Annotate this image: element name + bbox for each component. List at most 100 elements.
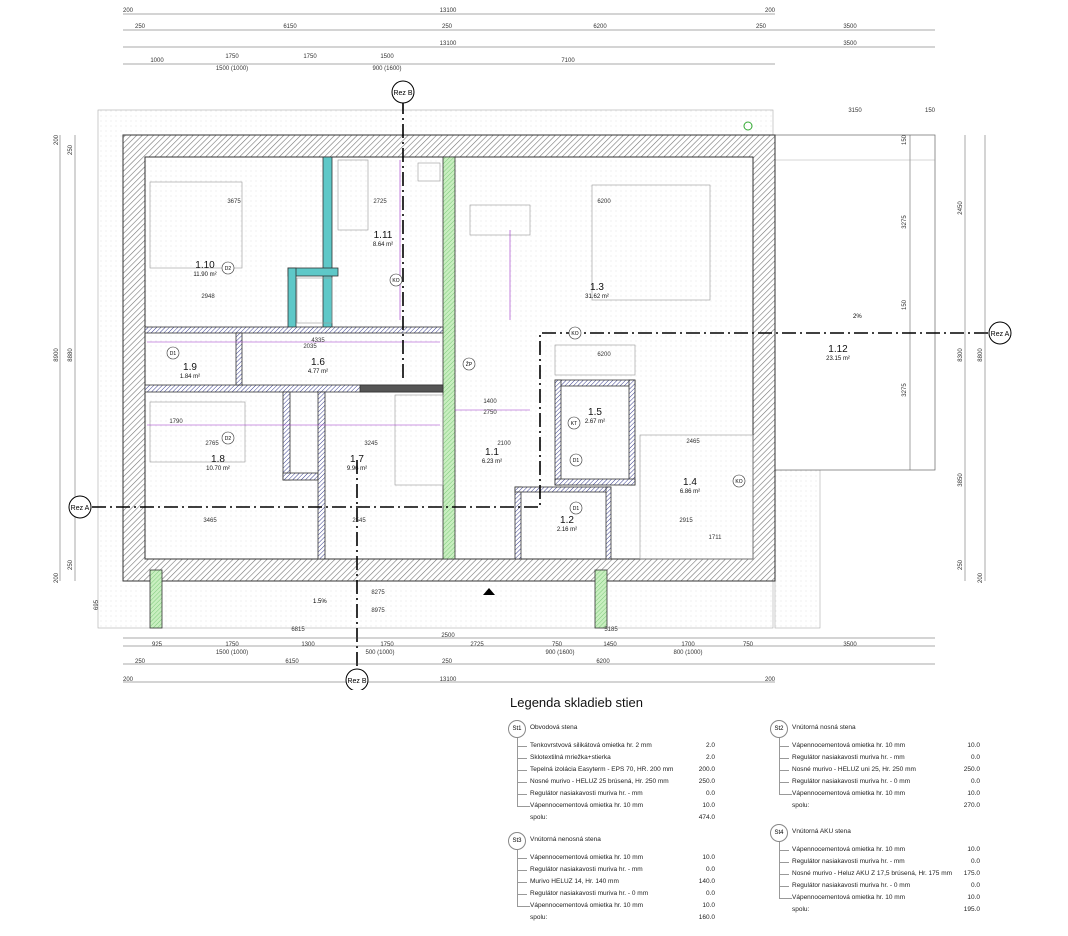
- furniture: [149, 159, 754, 560]
- legend-tick: [517, 858, 527, 859]
- interior-dimension-label: 2465: [686, 439, 700, 445]
- interior-dimension-label: 2765: [205, 441, 219, 447]
- interior-dimension-label: 2915: [679, 518, 693, 524]
- legend-item-value: 0.0: [970, 754, 980, 761]
- section-marker-b-top[interactable]: Rez B: [391, 80, 415, 104]
- legend-total-value: 270.0: [963, 802, 980, 809]
- interior-dimension-label: 2035: [303, 344, 317, 350]
- dimension-label: 200: [765, 677, 776, 683]
- legend-item-label: Regulátor nasiakavosti muriva hr. - 0 mm: [792, 882, 911, 889]
- legend-item-label: Regulátor nasiakavosti muriva hr. - mm: [792, 754, 905, 761]
- interior-dimension-label: 2750: [483, 410, 497, 416]
- interior-dimension-label: 3245: [364, 441, 378, 447]
- room-area: 9.96 m²: [347, 466, 367, 472]
- dimension-label: 6200: [593, 24, 607, 30]
- section-marker-a-left[interactable]: Rez A: [68, 495, 92, 519]
- dimension-label: 200: [54, 572, 60, 583]
- legend-item-label: Vápennocementová omietka hr. 10 mm: [792, 742, 906, 749]
- room-number: 1.10: [195, 260, 215, 271]
- symbol-circle: [221, 431, 235, 445]
- legend-item-label: Nosné murivo - HELUZ 25 brúsená, Hr. 250…: [530, 778, 669, 785]
- dimension-label: 2725: [470, 642, 484, 648]
- section-marker-a-right[interactable]: Rez A: [988, 321, 1012, 345]
- legend-tick: [517, 894, 527, 895]
- symbol-circle: [732, 474, 746, 488]
- legend-total-value: 160.0: [698, 914, 715, 921]
- legend-item-value: 0.0: [705, 890, 715, 897]
- legend-item-value: 10.0: [702, 902, 715, 909]
- dimension-label: 250: [135, 24, 146, 30]
- legend-item-value: 175.0: [963, 870, 980, 877]
- legend-total-label: spolu:: [530, 814, 548, 821]
- legend-tick: [779, 770, 789, 771]
- legend-tick: [779, 862, 789, 863]
- dimension-label: 900 (1600): [545, 650, 574, 656]
- symbol-circle: [389, 273, 403, 287]
- legend-item-label: Nosné murivo - HELUZ uni 25, Hr. 250 mm: [792, 766, 916, 773]
- room-number: 1.5: [588, 407, 602, 418]
- room-area: 1.84 m²: [180, 374, 200, 380]
- dimension-label: 1500 (1000): [216, 66, 248, 72]
- dimension-label: 150: [902, 134, 908, 145]
- dimension-label: 1750: [225, 54, 239, 60]
- legend-tick: [779, 758, 789, 759]
- legend-item-label: Vápennocementová omietka hr. 10 mm: [792, 790, 906, 797]
- legend-item-value: 250.0: [963, 766, 980, 773]
- dimension-label: 8275: [371, 590, 385, 596]
- dimension-label: 750: [743, 642, 754, 648]
- legend-item-value: 2.0: [705, 754, 715, 761]
- dimension-label: 1500 (1000): [216, 650, 248, 656]
- interior-dimension-lines: [147, 160, 530, 426]
- symbol-label: D1: [170, 351, 177, 357]
- dimension-label: 1750: [380, 642, 394, 648]
- dimension-label: 13100: [440, 8, 457, 14]
- legend-group-name: Obvodová stena: [530, 724, 578, 731]
- legend-id-circle: St3: [508, 832, 526, 850]
- dimension-label: 2500: [441, 633, 455, 639]
- legend-total-label: spolu:: [792, 906, 810, 913]
- interior-dimension-label: 2545: [352, 518, 366, 524]
- dimension-label: 925: [152, 642, 163, 648]
- legend-item-label: Murivo HELUZ 14, Hr. 140 mm: [530, 878, 619, 885]
- legend-group-name: Vnútorná nosná stena: [792, 724, 856, 731]
- legend-id-circle: St1: [508, 720, 526, 738]
- dimension-label: 250: [68, 144, 74, 155]
- dimension-label: 150: [902, 299, 908, 310]
- dimension-label: 7100: [561, 58, 575, 64]
- legend-total-value: 195.0: [963, 906, 980, 913]
- legend-tree-line: [517, 738, 530, 807]
- dimension-label: 800 (1000): [673, 650, 702, 656]
- symbol-label: KO: [392, 278, 399, 284]
- room-number: 1.9: [183, 362, 197, 373]
- section-marker-b-bottom[interactable]: Rez B: [345, 668, 369, 690]
- dimension-label: 200: [765, 8, 776, 14]
- symbol-circle: [569, 501, 583, 515]
- legend-tick: [779, 898, 789, 899]
- room-area: 2.67 m²: [585, 419, 605, 425]
- symbol-label: KO: [571, 331, 578, 337]
- slope-label: 2%: [853, 314, 862, 320]
- interior-walls: [144, 156, 636, 629]
- legend-group-name: Vnútorná AKU stena: [792, 828, 851, 835]
- legend-item-value: 250.0: [698, 778, 715, 785]
- room-area: 6.23 m²: [482, 459, 502, 465]
- legend-tick: [779, 782, 789, 783]
- symbol-circle: [568, 326, 582, 340]
- legend-tick: [517, 770, 527, 771]
- dimension-label: 695: [94, 599, 100, 610]
- dimension-label: 500 (1000): [365, 650, 394, 656]
- dimension-label: 8300: [958, 348, 964, 362]
- interior-dimension-label: 6200: [597, 199, 611, 205]
- legend-tick: [779, 746, 789, 747]
- dimension-label: 3500: [843, 41, 857, 47]
- legend-tick: [779, 874, 789, 875]
- dimension-label: 3275: [902, 383, 908, 397]
- symbol-label: D2: [225, 436, 232, 442]
- room-1-6: 1.64.77 m²: [308, 357, 328, 375]
- room-number: 1.12: [828, 344, 848, 355]
- legend-total-label: spolu:: [792, 802, 810, 809]
- dimension-label: 250: [442, 24, 453, 30]
- room-area: 2.16 m²: [557, 527, 577, 533]
